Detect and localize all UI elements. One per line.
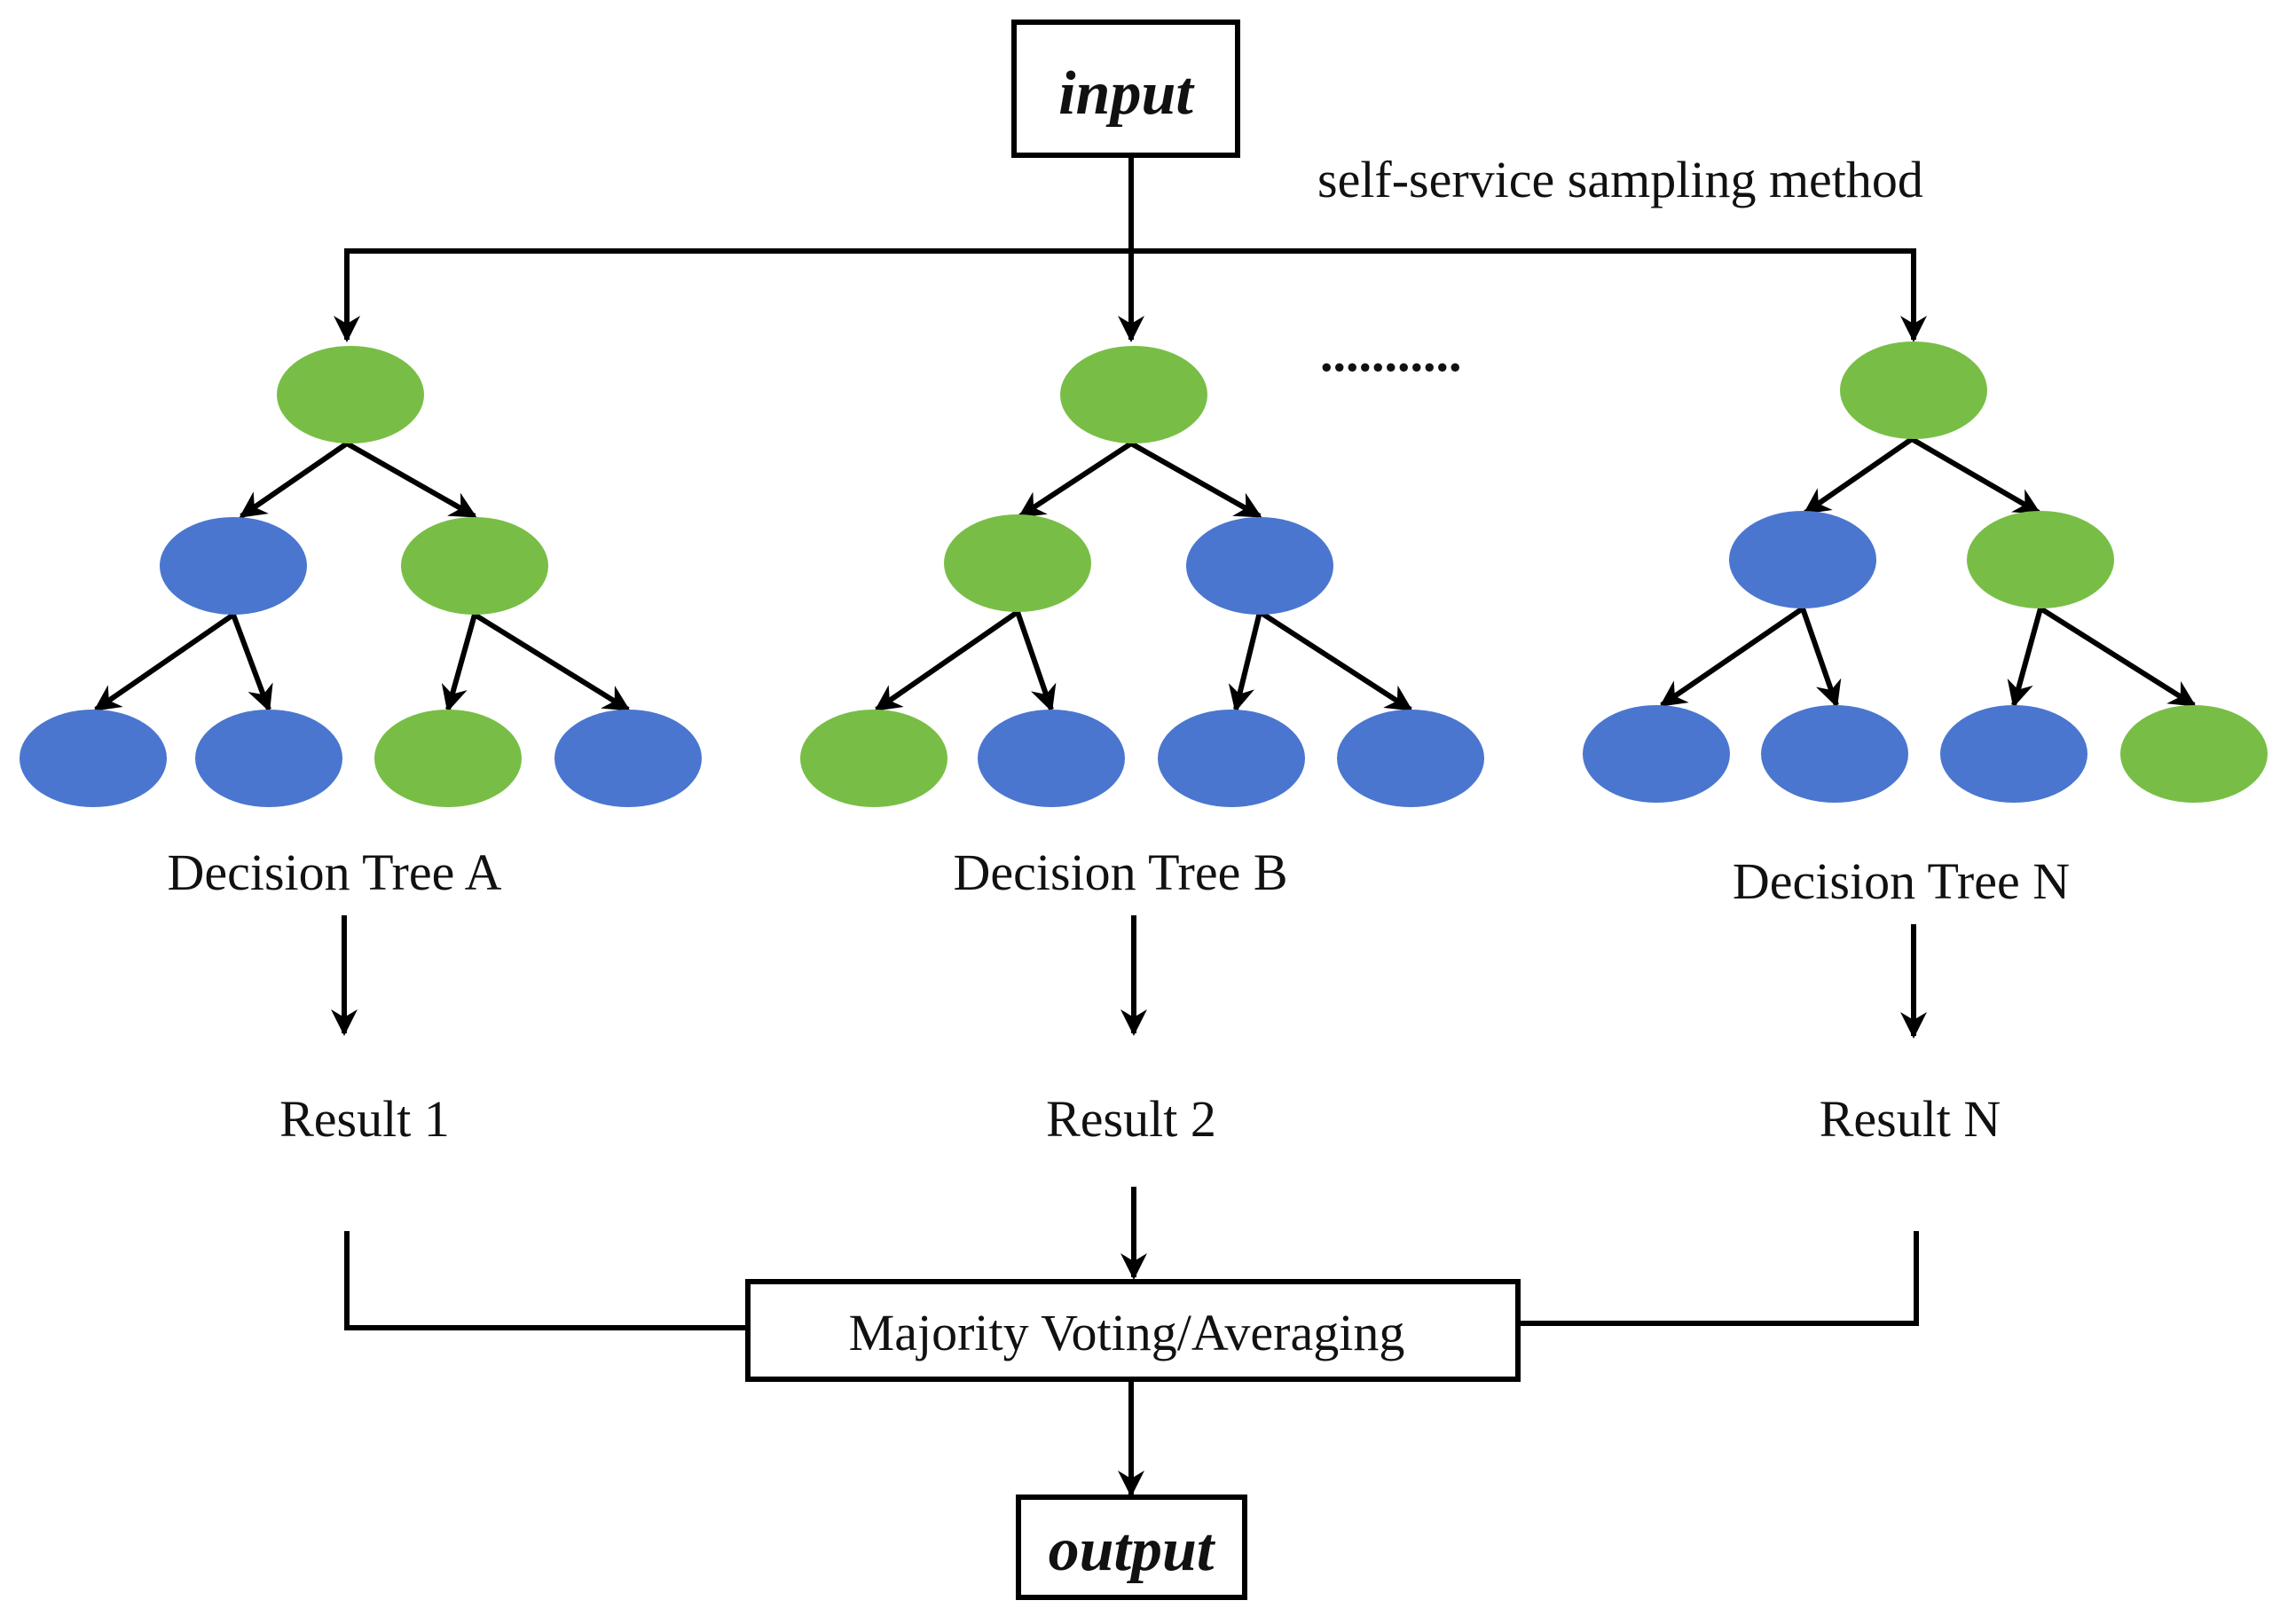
aggregator-box: [745, 1279, 1521, 1382]
tree-node-level1: [1729, 511, 1876, 608]
tree-node-root: [277, 346, 424, 443]
tree-leaf: [20, 710, 167, 807]
tree-leaf: [800, 710, 947, 807]
input-label: input: [1058, 59, 1195, 128]
tree-node-root: [1840, 341, 1987, 439]
tree-leaf: [554, 710, 702, 807]
decision-tree-b: Decision Tree B Result 2: [800, 346, 1484, 1148]
tree-leaf: [195, 710, 342, 807]
output-box: [1016, 1495, 1247, 1600]
tree-leaf: [978, 710, 1125, 807]
tree-node-level1: [1967, 511, 2114, 608]
tree-leaf: [1940, 705, 2087, 803]
distribution-connectors: [334, 155, 1927, 342]
tree-leaf: [1761, 705, 1908, 803]
sampling-label: self-service sampling method: [1317, 151, 1923, 208]
tree-node-level1: [160, 517, 307, 615]
tree-edges: [874, 441, 1413, 712]
more-trees-ellipsis: ...........: [1320, 325, 1462, 382]
output-label: output: [1049, 1516, 1216, 1584]
tree-result: Result 2: [1046, 1090, 1216, 1148]
tree-edges: [93, 441, 631, 712]
tree-name: Decision Tree A: [168, 843, 502, 901]
decision-tree-a: Decision Tree A Result 1: [20, 346, 702, 1148]
tree-leaf: [1583, 705, 1730, 803]
tree-result: Result 1: [279, 1090, 450, 1148]
tree-leaf: [374, 710, 522, 807]
aggregation-connectors: [344, 1187, 1919, 1330]
tree-leaf: [1337, 710, 1484, 807]
tree-leaf: [1158, 710, 1305, 807]
tree-leaf: [2120, 705, 2268, 803]
input-box: [1011, 20, 1240, 158]
tree-edges: [1659, 436, 2197, 708]
tree-name: Decision Tree B: [954, 843, 1288, 901]
tree-node-level1: [944, 514, 1091, 612]
tree-result: Result N: [1820, 1090, 2001, 1148]
decision-tree-n: Decision Tree N Result N: [1583, 341, 2268, 1148]
aggregator-label: Majority Voting/Averaging: [849, 1304, 1405, 1361]
tree-node-level1: [1186, 517, 1333, 615]
tree-node-root: [1060, 346, 1207, 443]
tree-name: Decision Tree N: [1733, 852, 2070, 910]
tree-node-level1: [401, 517, 548, 615]
